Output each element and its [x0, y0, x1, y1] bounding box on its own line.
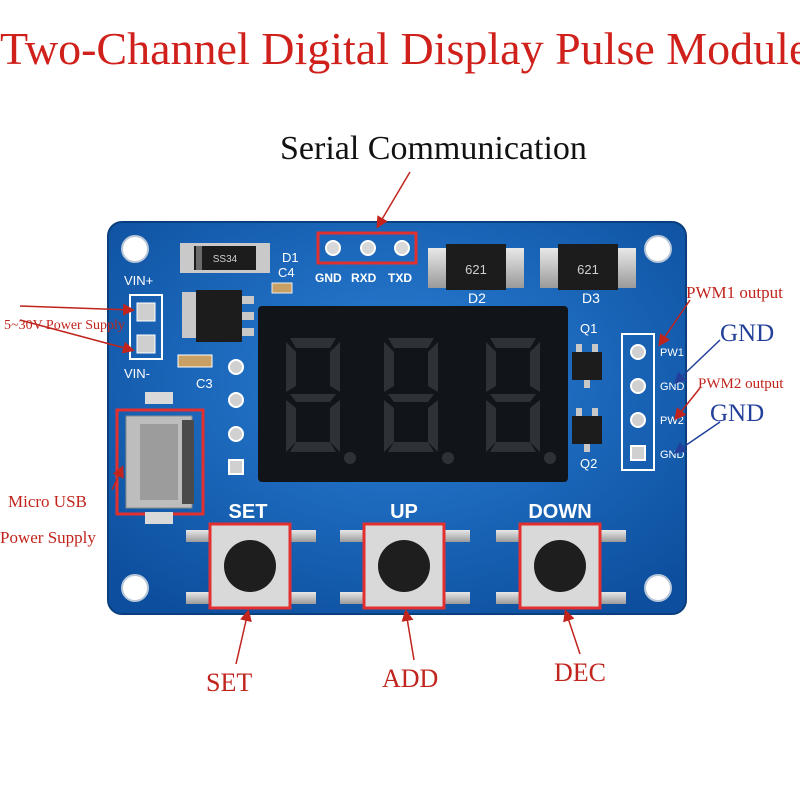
svg-text:PW2: PW2 [660, 415, 684, 427]
diode-d1: SS34 [180, 243, 270, 273]
svg-text:PW1: PW1 [660, 347, 684, 359]
silk-set: SET [229, 501, 268, 523]
silk-vin-plus: VIN+ [124, 273, 153, 288]
svg-text:SS34: SS34 [213, 254, 238, 265]
svg-text:D2: D2 [468, 290, 486, 306]
mounting-holes [121, 235, 672, 602]
gnd1-label: GND [720, 320, 775, 347]
button-down [496, 522, 626, 610]
transistor-q1 [572, 344, 602, 388]
micro-usb-label: Micro USB [8, 492, 87, 511]
vin-power-supply-label: 5~30V Power Supply [4, 318, 125, 333]
page-title: Two-Channel Digital Display Pulse Module [0, 23, 800, 74]
transistor-q2 [572, 408, 602, 452]
pwm2-output-label: PWM2 output [698, 376, 784, 392]
pwm1-output-label: PWM1 output [686, 283, 783, 302]
usb-power-supply-label: Power Supply [0, 528, 96, 547]
svg-text:GND: GND [660, 381, 685, 393]
capacitor-c4 [271, 282, 293, 294]
micro-usb-port [115, 392, 205, 524]
svg-text:TXD: TXD [388, 271, 412, 285]
silk-up: UP [390, 501, 418, 523]
pwm-output-header: PW1 GND PW2 GND [621, 333, 685, 471]
capacitor-c3 [177, 354, 213, 368]
gnd2-label: GND [710, 400, 765, 427]
svg-text:D3: D3 [582, 290, 600, 306]
serial-communication-label: Serial Communication [280, 130, 587, 167]
voltage-regulator [182, 290, 254, 342]
button-up [340, 522, 470, 610]
seven-segment-display [258, 306, 568, 482]
silk-d1: D1 [282, 250, 299, 265]
svg-text:GND: GND [660, 449, 685, 461]
vin-header [129, 294, 163, 360]
silk-down: DOWN [528, 501, 591, 523]
svg-text:RXD: RXD [351, 271, 377, 285]
diode-d3: 621 D3 [540, 244, 636, 306]
diode-d2: 621 D2 [428, 244, 524, 306]
serial-header: GND RXD TXD [315, 231, 418, 285]
button-set [186, 522, 316, 610]
add-label: ADD [382, 664, 439, 693]
annotation-arrows [19, 171, 721, 665]
silk-c4: C4 [278, 265, 295, 280]
silk-q1: Q1 [580, 321, 597, 336]
set-label: SET [206, 668, 253, 697]
silk-c3: C3 [196, 376, 213, 391]
svg-text:621: 621 [577, 262, 599, 277]
programming-pads [228, 359, 244, 475]
svg-text:GND: GND [315, 271, 342, 285]
dec-label: DEC [554, 658, 606, 687]
svg-text:621: 621 [465, 262, 487, 277]
silk-vin-minus: VIN- [124, 366, 150, 381]
silk-q2: Q2 [580, 456, 597, 471]
